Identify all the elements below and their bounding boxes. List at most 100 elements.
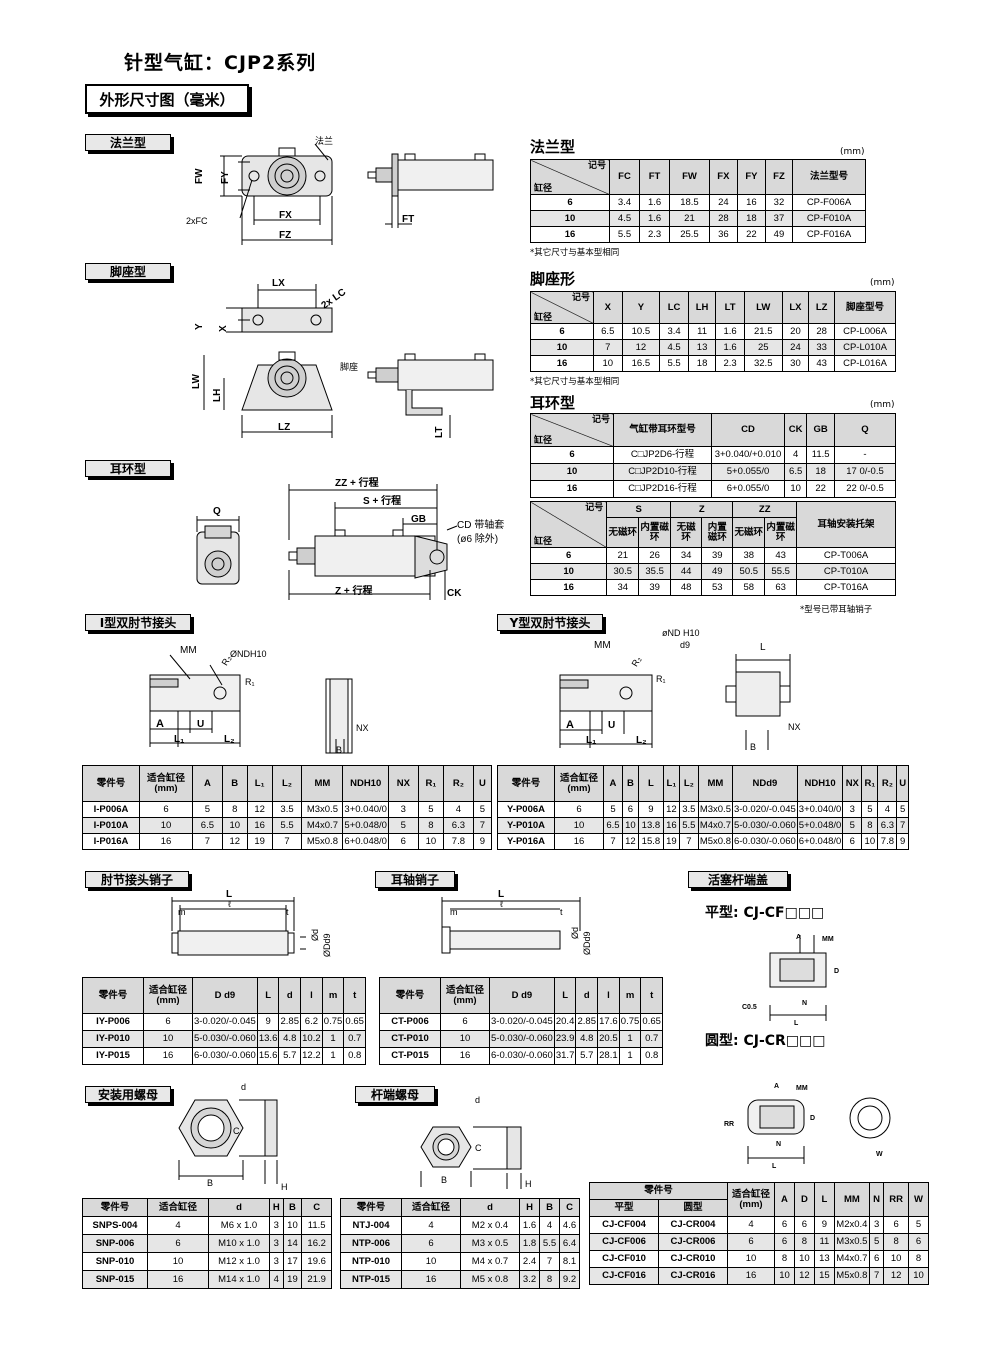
table-cell: 5.5 (678, 817, 699, 834)
table-cell: CP-T006A (796, 547, 896, 564)
table-cell: 28 (708, 210, 738, 227)
corner-cell: 记号缸径 (530, 159, 610, 195)
dim-lt: LT (434, 427, 445, 438)
table-cell: 0.8 (640, 1047, 663, 1065)
corner-cell: 记号缸径 (530, 291, 594, 324)
table-cell: NTP-006 (340, 1234, 402, 1253)
table-cell: SNPS-004 (82, 1216, 148, 1235)
table-cell: 22 0/-0.5 (834, 480, 896, 498)
knuckle-pin-drawing: L ℓ m t Ød ØDd9 (171, 889, 332, 957)
table-cell: 12 (221, 833, 248, 850)
table-cell: 11 (687, 323, 717, 340)
table-cell: 1.6 (639, 210, 671, 227)
table-cell: 7 (539, 1252, 560, 1271)
table-cell: 20 (781, 323, 810, 340)
foot-table-note: *其它尺寸与基本型相同 (530, 377, 620, 387)
table-cell: 16 (143, 1047, 193, 1065)
table-cell: 9 (896, 833, 909, 850)
dim-l-kp: L (226, 889, 232, 900)
table-cell: CJ-CF006 (589, 1233, 659, 1251)
table-cell: 16 (554, 833, 604, 850)
table-cell: 5 (861, 801, 879, 818)
table-cell: 5 (896, 801, 909, 818)
table-cell: M5x0.8 (697, 833, 733, 850)
table-cell: 5 (387, 817, 419, 834)
dim-r1-i: R₁ (245, 677, 255, 687)
table-cell: 10 (530, 210, 610, 227)
table-cell: 15 (813, 1267, 835, 1285)
foot-table-title: 脚座形 (530, 270, 576, 288)
table-cell: 0.75 (321, 1013, 345, 1031)
dim-fw: FW (194, 168, 205, 184)
table-cell: 0.65 (640, 1013, 663, 1031)
table-cell: 3.4 (608, 194, 641, 211)
label-flange: 法兰型 (85, 134, 171, 151)
table-cell: 16.2 (301, 1234, 332, 1253)
dim-x: X (218, 325, 229, 332)
dim-m-cp: m (450, 907, 458, 917)
table-cell: 5.5 (271, 817, 303, 834)
dim-z: Z + 行程 (335, 584, 373, 597)
table-cell: 8 (861, 817, 879, 834)
table-cell: 6 (440, 1013, 490, 1031)
flange-table-unit: (mm) (840, 147, 865, 157)
dim-fz: FZ (279, 230, 291, 241)
table-cell: 10 (861, 833, 879, 850)
table-cell: 17 (282, 1252, 303, 1271)
table-cell: 12 (246, 801, 273, 818)
table-cell: 1.6 (639, 194, 671, 211)
table-cell: 5 (417, 801, 445, 818)
table-cell: 6 (727, 1233, 775, 1251)
table-cell: CJ-CF010 (589, 1250, 659, 1268)
table-cell: 6+0.048/0 (796, 833, 844, 850)
table-cell: 5+0.055/0 (711, 463, 785, 481)
table-cell: 10 (401, 1252, 461, 1271)
table-cell: Y-P010A (497, 817, 555, 834)
dim-fc: 2xFC (186, 216, 208, 226)
table-cell: 6.3 (877, 817, 898, 834)
table-cell: 1.8 (519, 1234, 540, 1253)
table-cell: M5 x 0.8 (460, 1270, 520, 1289)
dim-nx-i: NX (356, 723, 369, 733)
corner-cell: 记号缸径 (530, 413, 614, 447)
dim-dd9-cp: ØDd9 (582, 931, 592, 955)
table-cell: 21 (669, 210, 710, 227)
table-cell: 10 (147, 1252, 209, 1271)
table-cell: CP-F016A (792, 226, 866, 243)
dim-b-i: B (336, 745, 342, 755)
table-cell: 12 (621, 833, 639, 850)
label-foot: 脚座型 (85, 263, 171, 280)
table-cell: SNP-006 (82, 1234, 148, 1253)
table-cell: 34 (606, 579, 640, 596)
table-cell: 16 (139, 833, 193, 850)
table-cell: 6 (143, 1013, 193, 1031)
rcap-rr: RR (724, 1121, 734, 1128)
table-cell: 16 (440, 1047, 490, 1065)
table-cell: 12.2 (300, 1047, 323, 1065)
table-cell: 4.5 (659, 339, 689, 356)
corner-cell: 记号缸径 (529, 501, 608, 548)
dim-m-kp: m (178, 907, 186, 917)
table-cell: 5 (868, 1233, 885, 1251)
table-cell: 7 (896, 817, 909, 834)
table-cell: 4 (443, 801, 474, 818)
table-cell: 9 (813, 1216, 835, 1234)
table-cell: 18.5 (669, 194, 710, 211)
table-cell: 10 (143, 1030, 193, 1048)
table-cell: 10 (530, 463, 614, 481)
table-cell: 31.7 (553, 1047, 577, 1065)
dim-q: Q (213, 506, 221, 517)
table-cell: 5+0.048/0 (342, 817, 389, 834)
table-cell: M14 x 1.0 (208, 1270, 270, 1289)
table-cell: 4 (783, 446, 808, 464)
table-cell: 6-0.030/-0.060 (489, 1047, 555, 1065)
table-cell: 3-0.020/-0.045 (489, 1013, 555, 1031)
table-cell: 6.5 (192, 817, 223, 834)
table-cell: 43 (764, 547, 798, 564)
